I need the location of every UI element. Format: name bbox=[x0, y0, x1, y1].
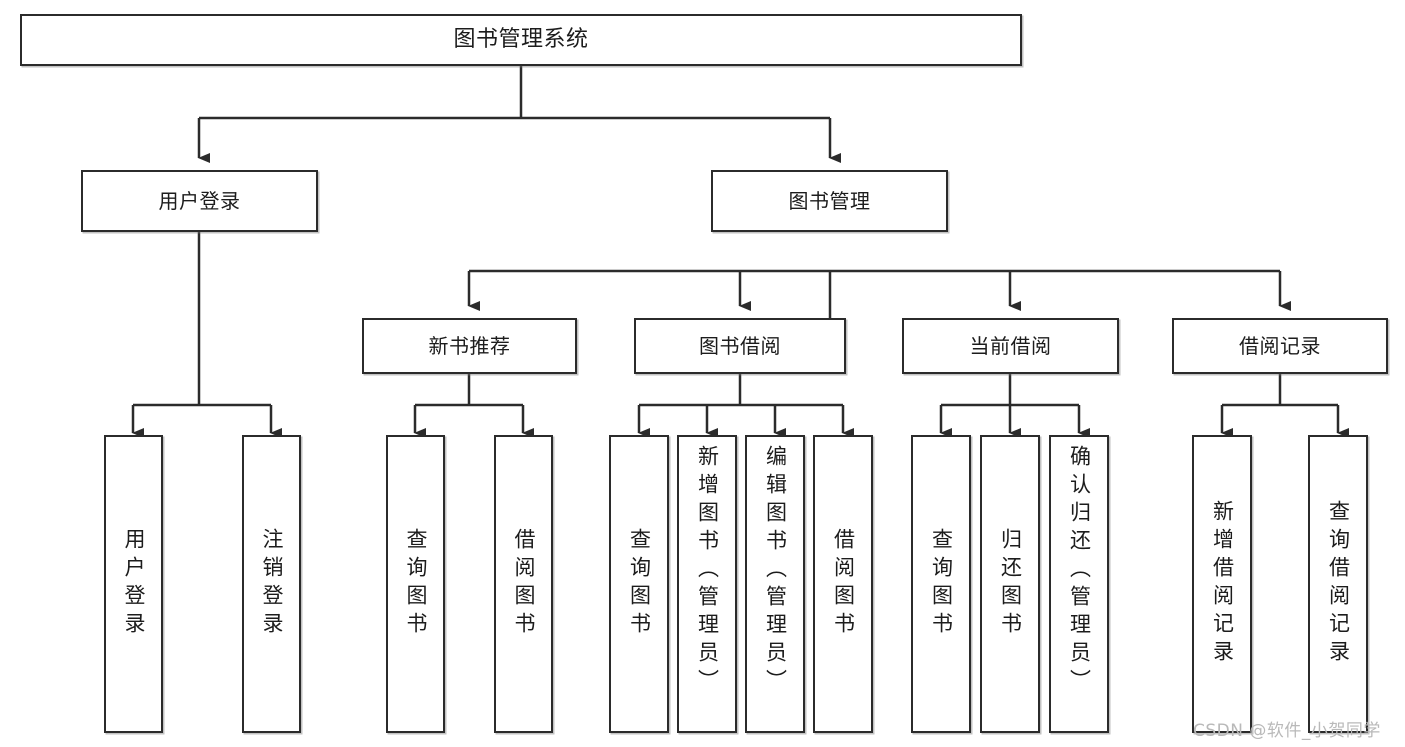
node-book-borrow[interactable]: 图书借阅 bbox=[634, 318, 846, 374]
node-label: 借阅图书 bbox=[831, 528, 856, 640]
node-label: 查询图书 bbox=[404, 528, 428, 640]
node-book-management[interactable]: 图书管理 bbox=[711, 170, 948, 232]
node-new-book-recommend[interactable]: 新书推荐 bbox=[362, 318, 577, 374]
node-label: 图书管理系统 bbox=[453, 27, 589, 53]
node-label: 用户登录 bbox=[158, 188, 241, 213]
node-label: 查询图书 bbox=[627, 528, 652, 640]
node-leaf-cb-confirm-return[interactable]: 确认归还（管理员） bbox=[1049, 435, 1109, 733]
node-leaf-bb-edit-book[interactable]: 编辑图书（管理员） bbox=[745, 435, 805, 733]
node-label: 新增借阅记录 bbox=[1210, 500, 1235, 668]
node-borrow-record[interactable]: 借阅记录 bbox=[1172, 318, 1388, 374]
node-leaf-br-query-record[interactable]: 查询借阅记录 bbox=[1308, 435, 1368, 733]
node-label: 查询图书 bbox=[929, 528, 954, 640]
node-root-library-system[interactable]: 图书管理系统 bbox=[20, 14, 1022, 66]
node-label: 确认归还（管理员） bbox=[1067, 445, 1092, 697]
node-label: 用户登录 bbox=[122, 528, 146, 640]
node-label: 新书推荐 bbox=[428, 333, 511, 358]
csdn-watermark: CSDN @软件_小贺同学 bbox=[1193, 721, 1381, 741]
node-label: 注销登录 bbox=[260, 528, 284, 640]
node-user-login[interactable]: 用户登录 bbox=[81, 170, 318, 232]
node-leaf-nb-borrow-book[interactable]: 借阅图书 bbox=[494, 435, 553, 733]
node-label: 查询借阅记录 bbox=[1326, 500, 1351, 668]
node-label: 新增图书（管理员） bbox=[695, 445, 720, 697]
node-current-borrow[interactable]: 当前借阅 bbox=[902, 318, 1119, 374]
node-label: 归还图书 bbox=[998, 528, 1023, 640]
node-label: 借阅图书 bbox=[512, 528, 536, 640]
node-leaf-bb-add-book[interactable]: 新增图书（管理员） bbox=[677, 435, 737, 733]
node-label: 图书管理 bbox=[788, 188, 871, 213]
node-leaf-nb-query-book[interactable]: 查询图书 bbox=[386, 435, 445, 733]
node-leaf-cb-return-book[interactable]: 归还图书 bbox=[980, 435, 1040, 733]
node-leaf-user-login[interactable]: 用户登录 bbox=[104, 435, 163, 733]
node-label: 编辑图书（管理员） bbox=[763, 445, 788, 697]
node-leaf-bb-borrow-book[interactable]: 借阅图书 bbox=[813, 435, 873, 733]
node-leaf-cb-query-book[interactable]: 查询图书 bbox=[911, 435, 971, 733]
node-label: 图书借阅 bbox=[699, 333, 781, 358]
node-label: 当前借阅 bbox=[969, 333, 1052, 358]
node-label: 借阅记录 bbox=[1239, 333, 1321, 358]
node-leaf-bb-query-book[interactable]: 查询图书 bbox=[609, 435, 669, 733]
node-leaf-logout[interactable]: 注销登录 bbox=[242, 435, 301, 733]
node-leaf-br-add-record[interactable]: 新增借阅记录 bbox=[1192, 435, 1252, 733]
